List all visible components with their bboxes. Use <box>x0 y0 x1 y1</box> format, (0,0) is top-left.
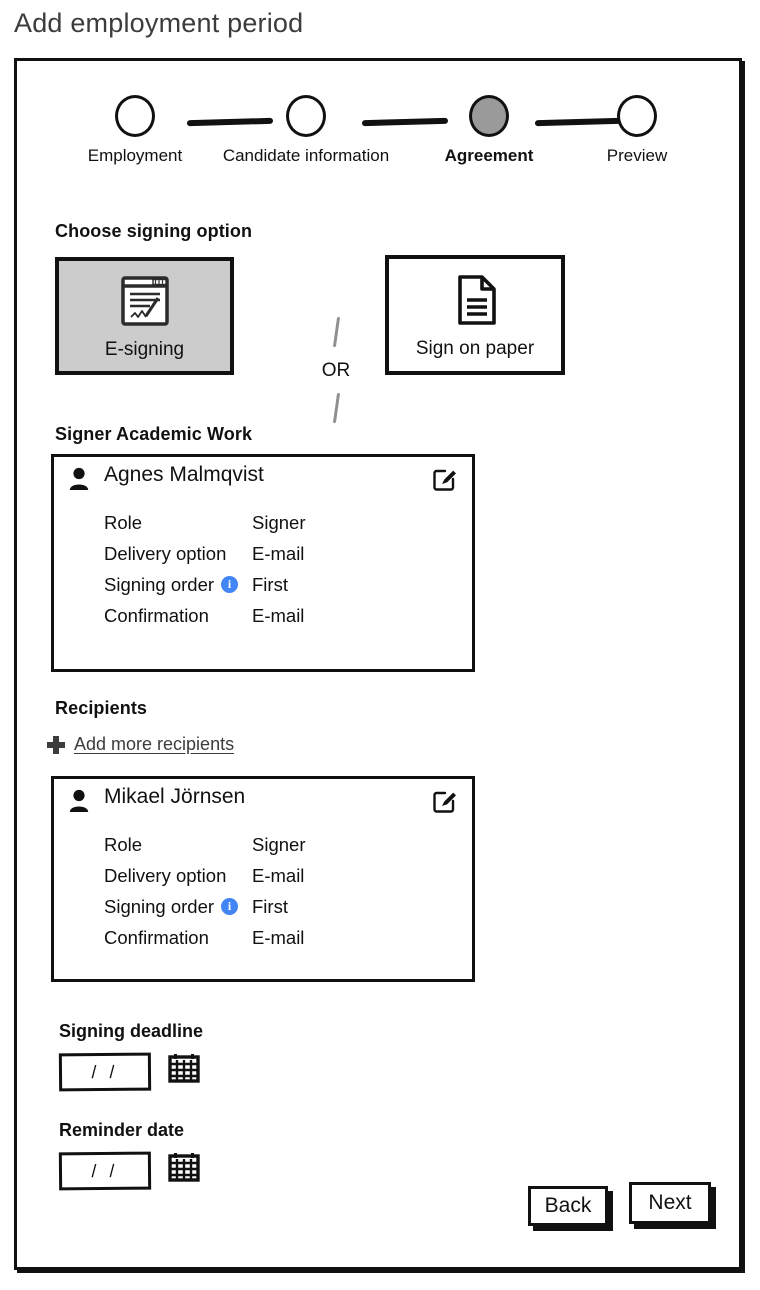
signer-section-heading: Signer Academic Work <box>55 424 253 444</box>
edit-pencil-icon[interactable] <box>432 788 458 814</box>
row-value-signing-order: First <box>252 895 288 917</box>
step-circle-employment <box>115 95 155 137</box>
step-circle-candidate-information <box>286 95 326 137</box>
stepper: Employment Candidate information Agreeme… <box>17 81 739 181</box>
recipient-name: Mikael Jörnsen <box>104 785 246 808</box>
row-value-role: Signer <box>252 511 306 533</box>
row-label-confirmation: Confirmation <box>104 604 209 626</box>
or-divider-line-top <box>332 317 340 347</box>
signer-name: Agnes Malmqvist <box>104 463 264 486</box>
table-row: Confirmation E-mail <box>104 922 462 953</box>
signing-option-sign-on-paper[interactable]: Sign on paper <box>385 255 565 375</box>
row-label-delivery-option: Delivery option <box>104 864 227 886</box>
row-label-confirmation: Confirmation <box>104 926 209 948</box>
stepper-item-candidate-information[interactable]: Candidate information <box>206 95 406 166</box>
or-divider-label: OR <box>321 360 351 381</box>
signing-option-e-signing-label: E-signing <box>104 338 185 360</box>
signing-option-sign-on-paper-label: Sign on paper <box>415 337 535 359</box>
table-row: Signing order i First <box>104 891 462 922</box>
stepper-item-agreement[interactable]: Agreement <box>389 95 589 166</box>
signing-deadline-input[interactable] <box>58 1052 152 1092</box>
step-label-preview: Preview <box>606 146 668 165</box>
step-circle-agreement <box>469 95 509 137</box>
signer-card-rows: Role Signer Delivery option E-mail Signi… <box>104 507 462 631</box>
edit-pencil-icon[interactable] <box>432 466 458 492</box>
page-title: Add employment period <box>14 8 304 38</box>
row-label-signing-order: Signing order <box>104 895 215 917</box>
row-value-delivery-option: E-mail <box>252 542 305 564</box>
plus-icon <box>47 735 65 754</box>
calendar-icon[interactable] <box>167 1050 201 1084</box>
person-icon <box>68 467 90 496</box>
wireframe-panel: Employment Candidate information Agreeme… <box>14 58 742 1270</box>
row-value-role: Signer <box>252 833 306 855</box>
calendar-icon[interactable] <box>167 1149 201 1183</box>
add-more-recipients-label: Add more recipients <box>74 734 235 754</box>
choose-signing-option-heading: Choose signing option <box>55 221 253 241</box>
stepper-item-employment[interactable]: Employment <box>35 95 235 166</box>
info-icon[interactable]: i <box>221 576 239 593</box>
row-label-delivery-option: Delivery option <box>104 542 227 564</box>
document-page-icon <box>447 271 503 334</box>
row-value-confirmation: E-mail <box>252 926 305 948</box>
step-label-candidate-information: Candidate information <box>222 146 390 165</box>
row-label-role: Role <box>104 833 143 855</box>
table-row: Delivery option E-mail <box>104 860 462 891</box>
recipient-card-rows: Role Signer Delivery option E-mail Signi… <box>104 829 462 953</box>
recipient-card: Mikael Jörnsen Role Signer Delivery opti… <box>51 776 475 982</box>
row-value-signing-order: First <box>252 573 288 595</box>
row-label-signing-order: Signing order <box>104 573 215 595</box>
table-row: Confirmation E-mail <box>104 600 462 631</box>
reminder-date-label: Reminder date <box>59 1120 185 1140</box>
signer-card-header: Agnes Malmqvist <box>54 457 472 501</box>
row-label-role: Role <box>104 511 143 533</box>
table-row: Delivery option E-mail <box>104 538 462 569</box>
recipients-section-heading: Recipients <box>55 698 148 718</box>
or-divider-line-bottom <box>332 393 340 423</box>
table-row: Role Signer <box>104 829 462 860</box>
signing-option-e-signing[interactable]: E-signing <box>55 257 234 375</box>
reminder-date-input[interactable] <box>58 1151 152 1191</box>
recipient-card-header: Mikael Jörnsen <box>54 779 472 823</box>
stepper-item-preview[interactable]: Preview <box>537 95 737 166</box>
row-value-delivery-option: E-mail <box>252 864 305 886</box>
step-label-agreement: Agreement <box>444 146 534 165</box>
add-more-recipients-link[interactable]: Add more recipients <box>47 734 234 755</box>
next-button[interactable]: Next <box>629 1182 711 1224</box>
table-row: Signing order i First <box>104 569 462 600</box>
row-value-confirmation: E-mail <box>252 604 305 626</box>
info-icon[interactable]: i <box>221 898 239 915</box>
person-icon <box>68 789 90 818</box>
signing-deadline-label: Signing deadline <box>59 1021 204 1041</box>
document-signature-icon <box>116 272 174 335</box>
back-button[interactable]: Back <box>528 1186 608 1226</box>
signer-card: Agnes Malmqvist Role Signer Delivery opt… <box>51 454 475 672</box>
or-divider: OR <box>313 317 359 429</box>
step-circle-preview <box>617 95 657 137</box>
table-row: Role Signer <box>104 507 462 538</box>
step-label-employment: Employment <box>87 146 183 165</box>
